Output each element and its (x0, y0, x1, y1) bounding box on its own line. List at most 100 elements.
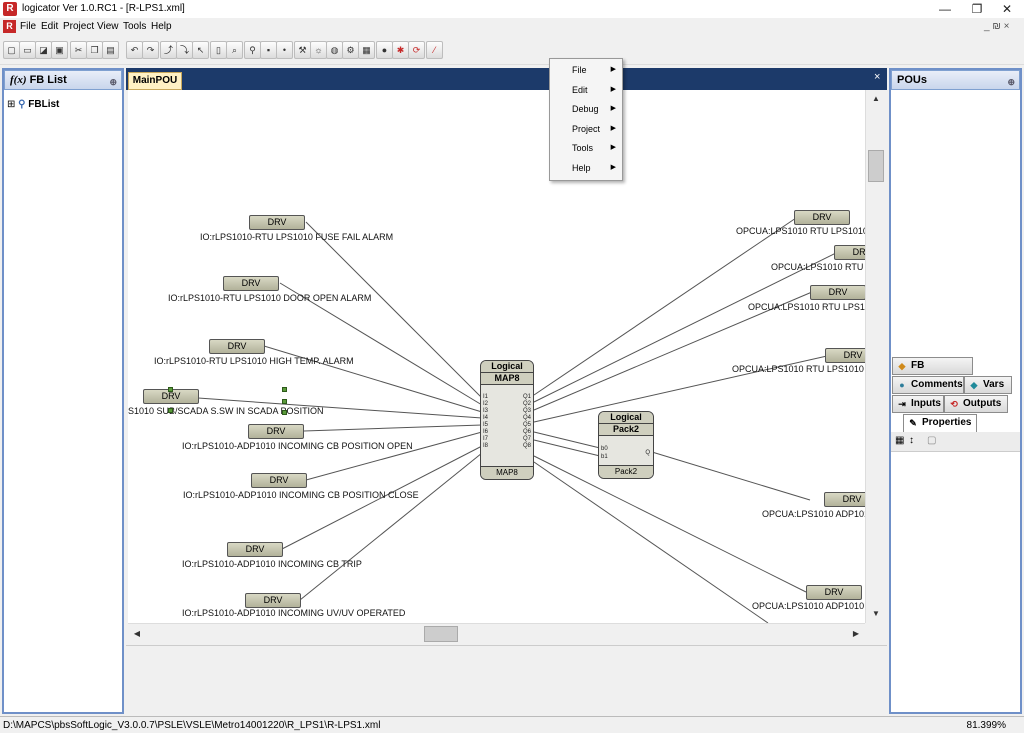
fb-list-root[interactable]: FBList (28, 99, 60, 110)
tab-fb-instances[interactable]: ◆FB Instances (892, 357, 973, 387)
save-icon[interactable]: ▣ (51, 41, 68, 59)
menu-tools[interactable]: Tools (123, 21, 147, 32)
selection-handle[interactable] (168, 408, 173, 413)
new-file-icon[interactable]: ▢ (3, 41, 20, 59)
debug-bug-icon[interactable]: ✱ (392, 41, 409, 59)
context-menu-tools[interactable]: Tools▶ (550, 139, 622, 157)
scroll-left-icon[interactable]: ◀ (128, 625, 146, 643)
route-icon[interactable]: ⤴ (160, 41, 177, 59)
print-icon[interactable]: ▦ (358, 41, 375, 59)
frame-icon[interactable]: ▯ (210, 41, 227, 59)
input-pin[interactable]: I3 (483, 408, 489, 414)
output-pin[interactable]: Q (645, 450, 650, 456)
selection-handle[interactable] (282, 410, 287, 415)
drv-block[interactable]: DRV (806, 585, 862, 600)
pin-icon[interactable]: ⊕ (109, 77, 117, 87)
output-pin[interactable]: Q7 (522, 436, 531, 442)
input-pin[interactable]: I8 (483, 443, 489, 449)
undo-icon[interactable]: ↶ (126, 41, 143, 59)
output-pin[interactable]: Q4 (522, 415, 531, 421)
context-menu-file[interactable]: File▶ (550, 61, 622, 79)
pack2-logical-block[interactable]: Logical Pack2 b0 b1 Q Pack2 (598, 411, 654, 479)
expand-icon[interactable]: ⊞ (7, 99, 16, 110)
settings-icon[interactable]: ⚙ (342, 41, 359, 59)
fb-list-tree[interactable]: ⊞ ⚲ FBList (7, 99, 59, 110)
input-pin[interactable]: b0 (601, 446, 608, 452)
tab-inputs[interactable]: ⇥Inputs (892, 395, 944, 413)
drv-block[interactable]: DRV (248, 424, 304, 439)
input-pin[interactable]: I1 (483, 394, 489, 400)
close-document-icon[interactable]: × (874, 71, 881, 83)
output-pin[interactable]: Q5 (522, 422, 531, 428)
vertical-scroll-thumb[interactable] (868, 150, 884, 182)
tab-vars[interactable]: ◆Vars (964, 376, 1012, 394)
cut-icon[interactable]: ✂ (70, 41, 87, 59)
globe-icon[interactable]: ◍ (326, 41, 343, 59)
point-icon[interactable]: • (276, 41, 293, 59)
menu-project[interactable]: Project (63, 21, 95, 32)
tab-comments[interactable]: ●Comments (892, 376, 964, 394)
input-pin[interactable]: I5 (483, 422, 489, 428)
drv-block[interactable]: DRV (251, 473, 307, 488)
sort-alpha-icon[interactable]: ↕ (909, 435, 914, 446)
output-pin[interactable]: Q1 (522, 394, 531, 400)
diagram-canvas[interactable]: DRV IO:rLPS1010-RTU LPS1010 FUSE FAIL AL… (128, 90, 865, 623)
context-menu-help[interactable]: Help▶ (550, 159, 622, 177)
drv-block[interactable]: DRV (825, 348, 865, 363)
input-pin[interactable]: I6 (483, 429, 489, 435)
horizontal-scrollbar[interactable]: ◀ ▶ (128, 623, 865, 643)
selection-handle[interactable] (282, 387, 287, 392)
search-icon[interactable]: ⚲ (244, 41, 261, 59)
clear-icon[interactable]: ⁄ (426, 41, 443, 59)
drv-block[interactable]: DRV (810, 285, 865, 300)
zoom-icon[interactable]: ⌕ (226, 41, 243, 59)
scroll-up-icon[interactable]: ▲ (867, 90, 885, 108)
tab-mainpou[interactable]: MainPOU (128, 72, 182, 90)
selection-handle[interactable] (282, 399, 287, 404)
open-folder-icon[interactable]: ▭ (19, 41, 36, 59)
context-menu-debug[interactable]: Debug▶ (550, 100, 622, 118)
stop-icon[interactable]: ● (376, 41, 393, 59)
menu-view[interactable]: View (97, 21, 119, 32)
drv-block[interactable]: DRV (794, 210, 850, 225)
output-pin[interactable]: Q6 (522, 429, 531, 435)
copy-icon[interactable]: ❐ (86, 41, 103, 59)
menu-help[interactable]: Help (151, 21, 172, 32)
drv-block[interactable]: DRV (245, 593, 301, 608)
mdi-window-controls[interactable]: _ ₪ × (984, 21, 1010, 32)
build-icon[interactable]: ⚒ (294, 41, 311, 59)
drv-block[interactable]: DRV (209, 339, 265, 354)
pin-icon[interactable]: ⊕ (1007, 77, 1015, 87)
output-pin[interactable]: Q3 (522, 408, 531, 414)
light-icon[interactable]: ☼ (310, 41, 327, 59)
paste-icon[interactable]: ▤ (102, 41, 119, 59)
block-icon[interactable]: ▪ (260, 41, 277, 59)
redo-icon[interactable]: ↷ (142, 41, 159, 59)
output-pin[interactable]: Q8 (522, 443, 531, 449)
scroll-right-icon[interactable]: ▶ (847, 625, 865, 643)
map8-logical-block[interactable]: Logical MAP8 I1 I2 I3 I4 I5 I6 I7 I8 Q1 … (480, 360, 534, 480)
close-button[interactable]: ✕ (1001, 2, 1013, 16)
menu-file[interactable]: File (20, 21, 37, 32)
property-pages-icon[interactable]: ▢ (927, 435, 937, 446)
input-pin[interactable]: I2 (483, 401, 489, 407)
input-pin[interactable]: b1 (601, 454, 608, 460)
tab-outputs[interactable]: ⟲Outputs (944, 395, 1008, 413)
scroll-down-icon[interactable]: ▼ (867, 605, 885, 623)
categorized-icon[interactable]: ▦ (895, 435, 905, 446)
open-icon[interactable]: ◪ (35, 41, 52, 59)
drv-block[interactable]: DRV (834, 245, 865, 260)
input-pin[interactable]: I7 (483, 436, 489, 442)
input-pin[interactable]: I4 (483, 415, 489, 421)
pointer-icon[interactable]: ↖ (192, 41, 209, 59)
drv-block[interactable]: DRV (223, 276, 279, 291)
restore-button[interactable]: ❐ (971, 2, 983, 16)
drv-block[interactable]: DRV (249, 215, 305, 230)
vertical-scrollbar[interactable]: ▲ ▼ (865, 90, 885, 623)
menu-edit[interactable]: Edit (41, 21, 59, 32)
tab-properties[interactable]: ✎Properties (903, 414, 977, 432)
context-menu-project[interactable]: Project▶ (550, 120, 622, 138)
drv-block[interactable]: DRV (824, 492, 865, 507)
horizontal-scroll-thumb[interactable] (424, 626, 458, 642)
drv-block[interactable]: DRV (227, 542, 283, 557)
